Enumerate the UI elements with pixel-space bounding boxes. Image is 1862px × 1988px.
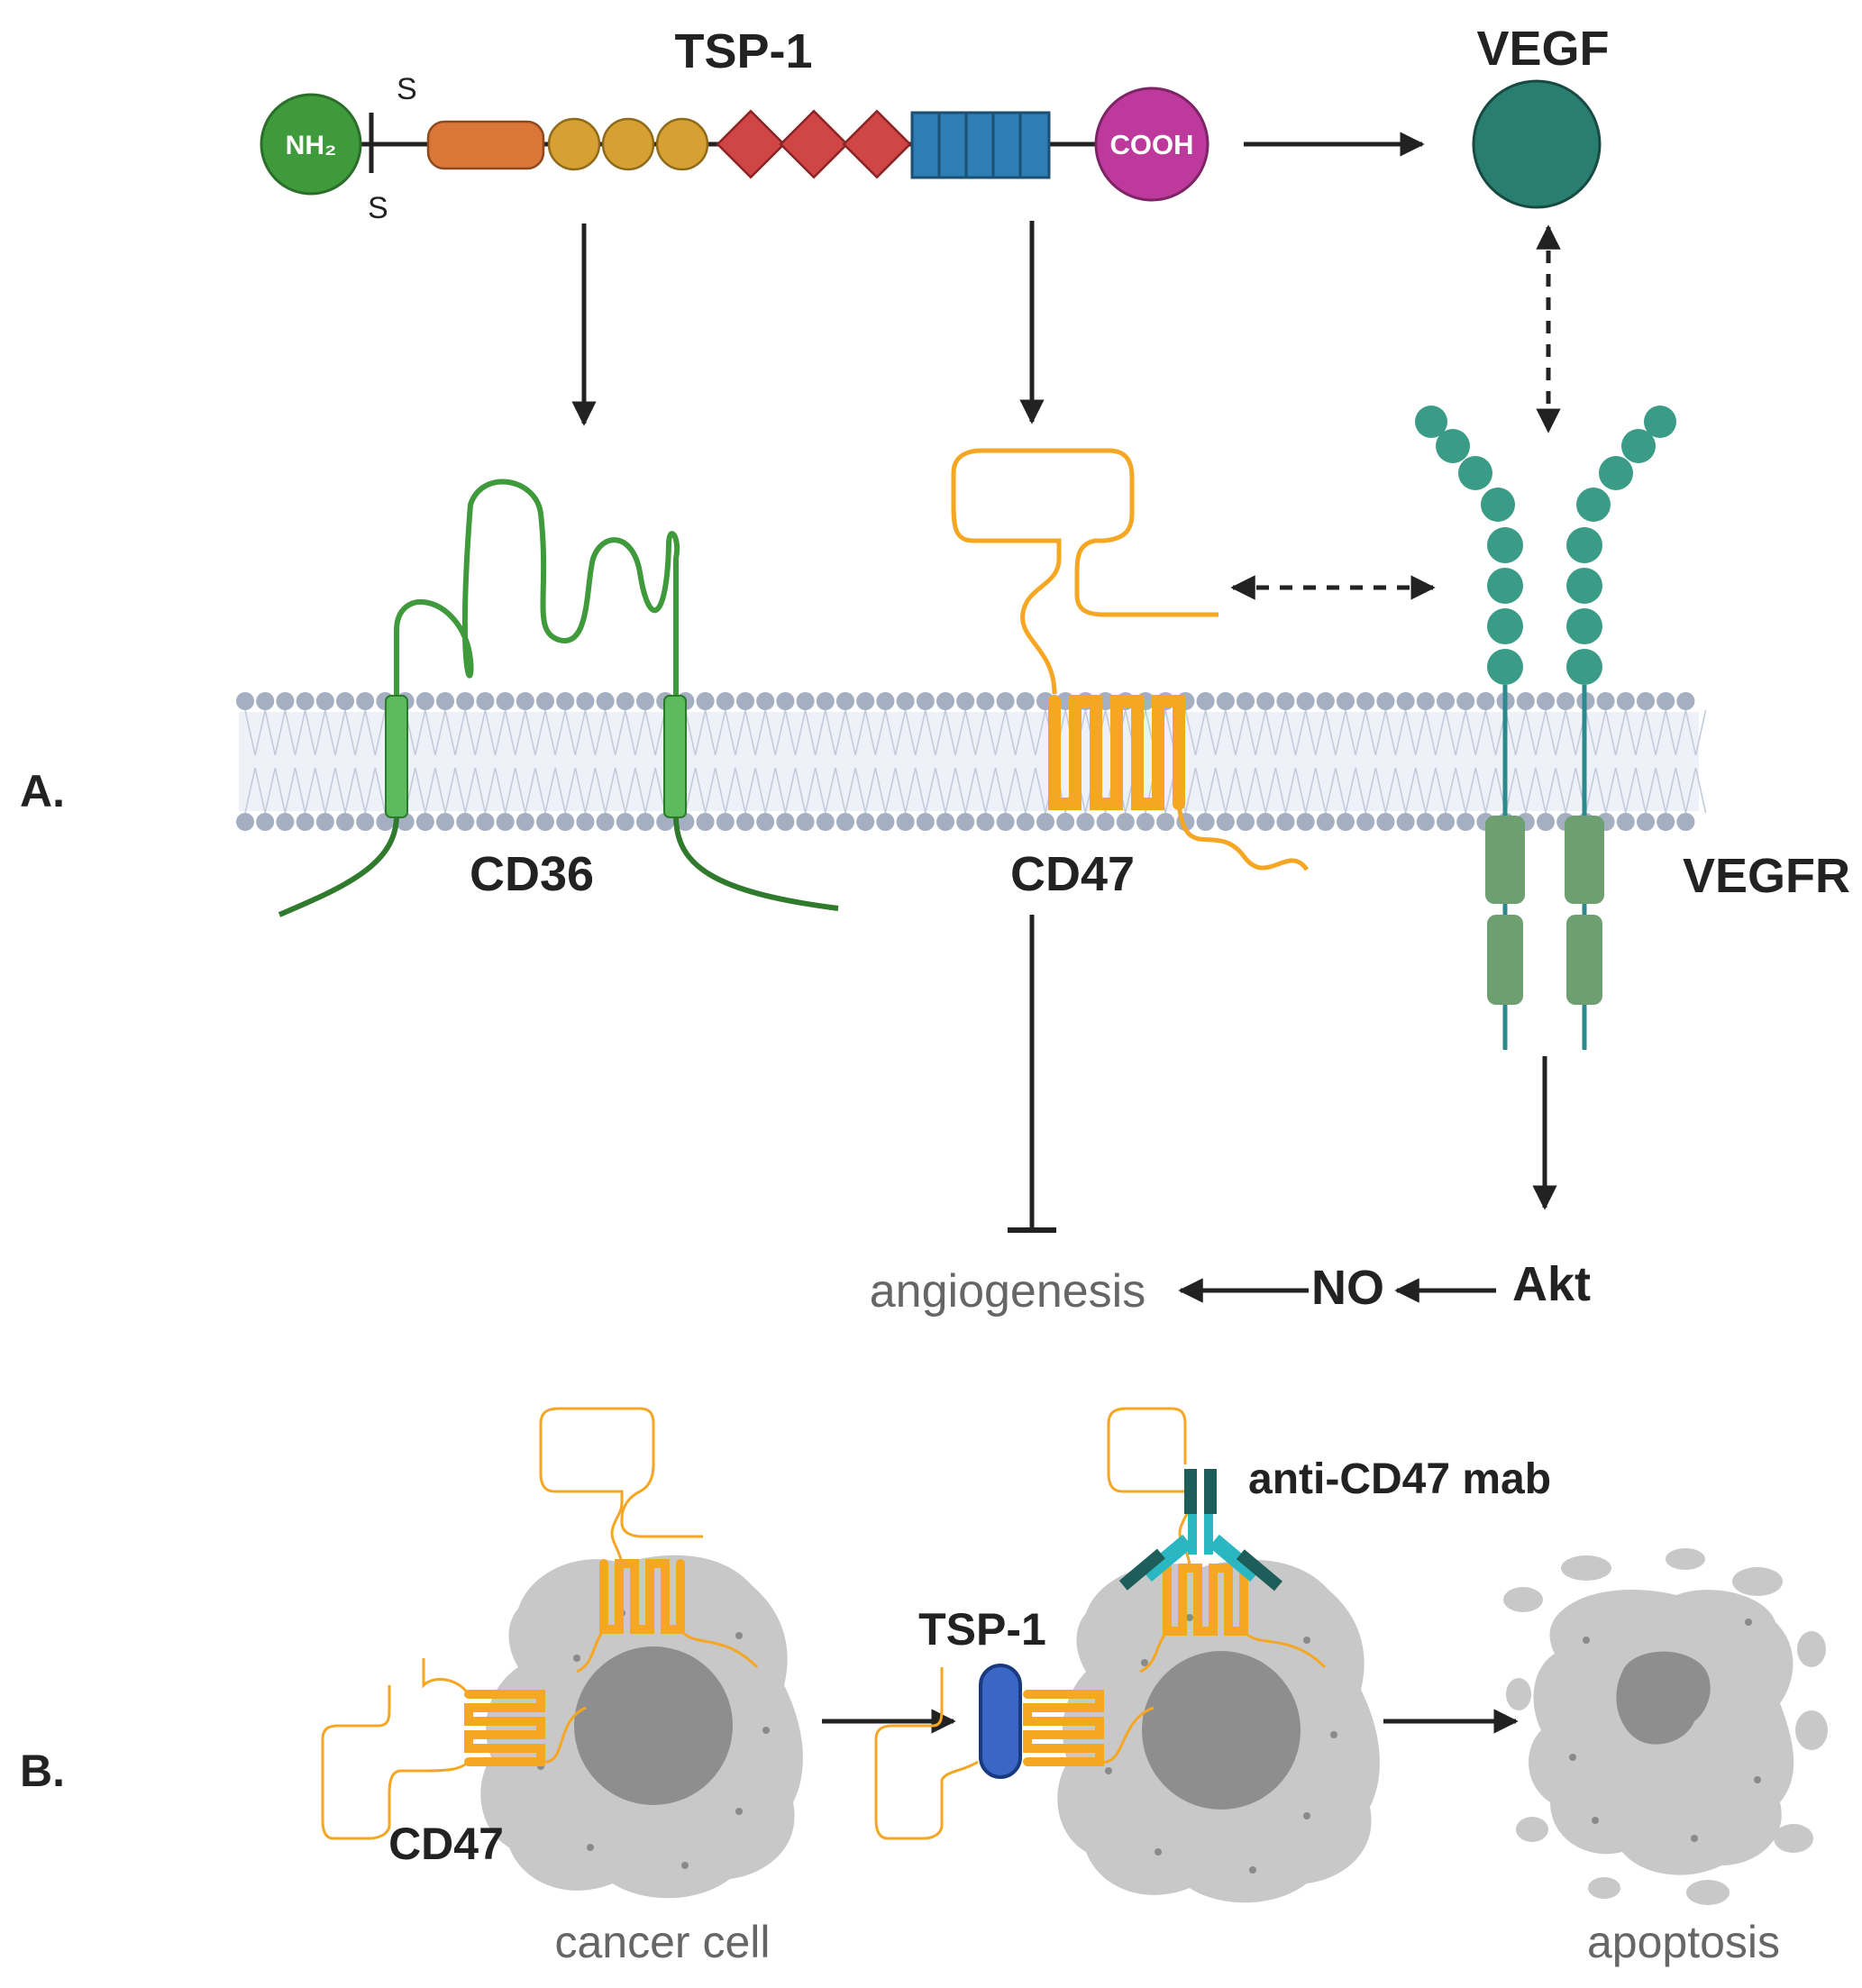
cd47-receptor: CD47: [951, 448, 1310, 901]
tsp1-round-domain: [547, 117, 601, 171]
apoptosis-label: apoptosis: [1587, 1917, 1780, 1967]
signaling-pathway: Akt NO angiogenesis: [870, 915, 1591, 1318]
tsp1-diamond-domain: [779, 109, 849, 179]
cancer-cell-label: cancer cell: [555, 1917, 771, 1967]
akt-label: Akt: [1512, 1257, 1591, 1311]
vegf-label: VEGF: [1476, 22, 1609, 76]
vegfr-receptor: VEGFR: [1415, 406, 1850, 1050]
panel-b-cd47-label: CD47: [388, 1819, 504, 1869]
arrows: [571, 132, 1561, 600]
nh2-terminus: [260, 93, 362, 196]
apoptotic-cell: apoptosis: [1503, 1548, 1828, 1967]
tsp1-protein: S S NH₂ COOH TSP-1: [260, 24, 1209, 225]
tsp1-diamond-domain: [716, 109, 786, 179]
panel-b-tsp1-label: TSP-1: [918, 1604, 1046, 1655]
tsp1-diamond-domain: [842, 109, 912, 179]
tsp1-linker-domain: [426, 120, 545, 170]
no-label: NO: [1311, 1261, 1384, 1315]
cd47-label: CD47: [1010, 847, 1135, 901]
antibody-label: anti-CD47 mab: [1248, 1455, 1551, 1503]
tsp1-round-domain: [601, 117, 655, 171]
cooh-terminus: [1094, 87, 1209, 202]
panel-label-b: B.: [20, 1746, 65, 1796]
vegfr-label: VEGFR: [1683, 849, 1850, 903]
cell-membrane: [236, 692, 1707, 831]
tsp1-repeat-domain: [910, 111, 1051, 179]
tsp1-round-domain: [655, 117, 709, 171]
cd36-receptor: CD36: [278, 479, 839, 917]
nh2-label: NH₂: [286, 131, 337, 160]
cd36-label: CD36: [470, 847, 594, 901]
tsp1-ligand: [979, 1664, 1022, 1779]
vegf-ligand: [1472, 79, 1602, 209]
cooh-label: COOH: [1110, 129, 1194, 160]
disulfide-label-top: S: [397, 72, 417, 106]
disulfide-label-bottom: S: [368, 191, 388, 225]
disulfide-bridge: S S: [347, 72, 422, 225]
tsp1-label: TSP-1: [674, 24, 812, 78]
anti-cd47-antibody: [1118, 1469, 1282, 1591]
cancer-cell: CD47 cancer cell: [321, 1407, 803, 1967]
treated-cancer-cell: anti-CD47 mab TSP-1: [874, 1407, 1551, 1903]
angiogenesis-label: angiogenesis: [870, 1265, 1145, 1318]
panel-label-a: A.: [20, 766, 65, 816]
